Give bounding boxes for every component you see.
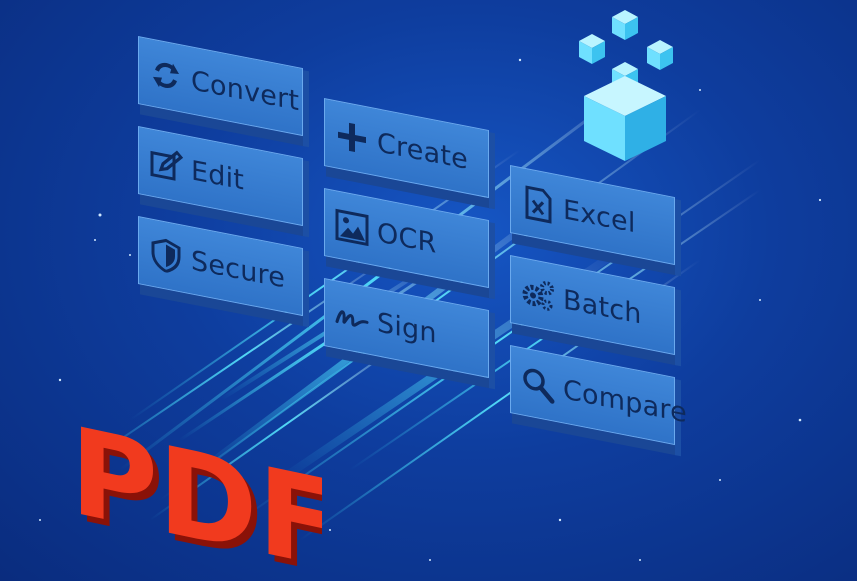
tile-ocr[interactable]: OCR — [324, 188, 495, 300]
signature-icon — [335, 297, 369, 338]
gears-icon — [521, 274, 555, 315]
tile-label: Edit — [191, 154, 245, 197]
tile-label: Secure — [191, 244, 286, 295]
tile-label: OCR — [377, 216, 437, 260]
image-icon — [335, 207, 369, 248]
tile-label: Excel — [563, 193, 636, 239]
tile-label: Compare — [563, 373, 687, 429]
tile-sign[interactable]: Sign — [324, 278, 495, 390]
magnifier-icon — [521, 364, 555, 405]
tile-excel[interactable]: Excel — [510, 165, 681, 277]
tile-compare[interactable]: Compare — [510, 345, 687, 457]
plus-icon — [335, 117, 369, 158]
excel-file-icon — [521, 184, 555, 225]
refresh-icon — [149, 55, 183, 96]
tile-label: Create — [377, 126, 468, 176]
shield-icon — [149, 235, 183, 276]
edit-icon — [149, 145, 183, 186]
tile-label: Batch — [563, 283, 642, 331]
tile-convert[interactable]: Convert — [138, 36, 309, 148]
cube-cluster-icon — [570, 6, 680, 166]
pdf-logo: PDF PDF — [62, 370, 345, 581]
tile-label: Sign — [377, 306, 437, 350]
tile-batch[interactable]: Batch — [510, 255, 681, 367]
tile-secure[interactable]: Secure — [138, 216, 309, 328]
tile-edit[interactable]: Edit — [138, 126, 309, 238]
pdf-logo-text: PDF — [70, 400, 322, 570]
tile-create[interactable]: Create — [324, 98, 495, 210]
tile-label: Convert — [191, 64, 300, 117]
